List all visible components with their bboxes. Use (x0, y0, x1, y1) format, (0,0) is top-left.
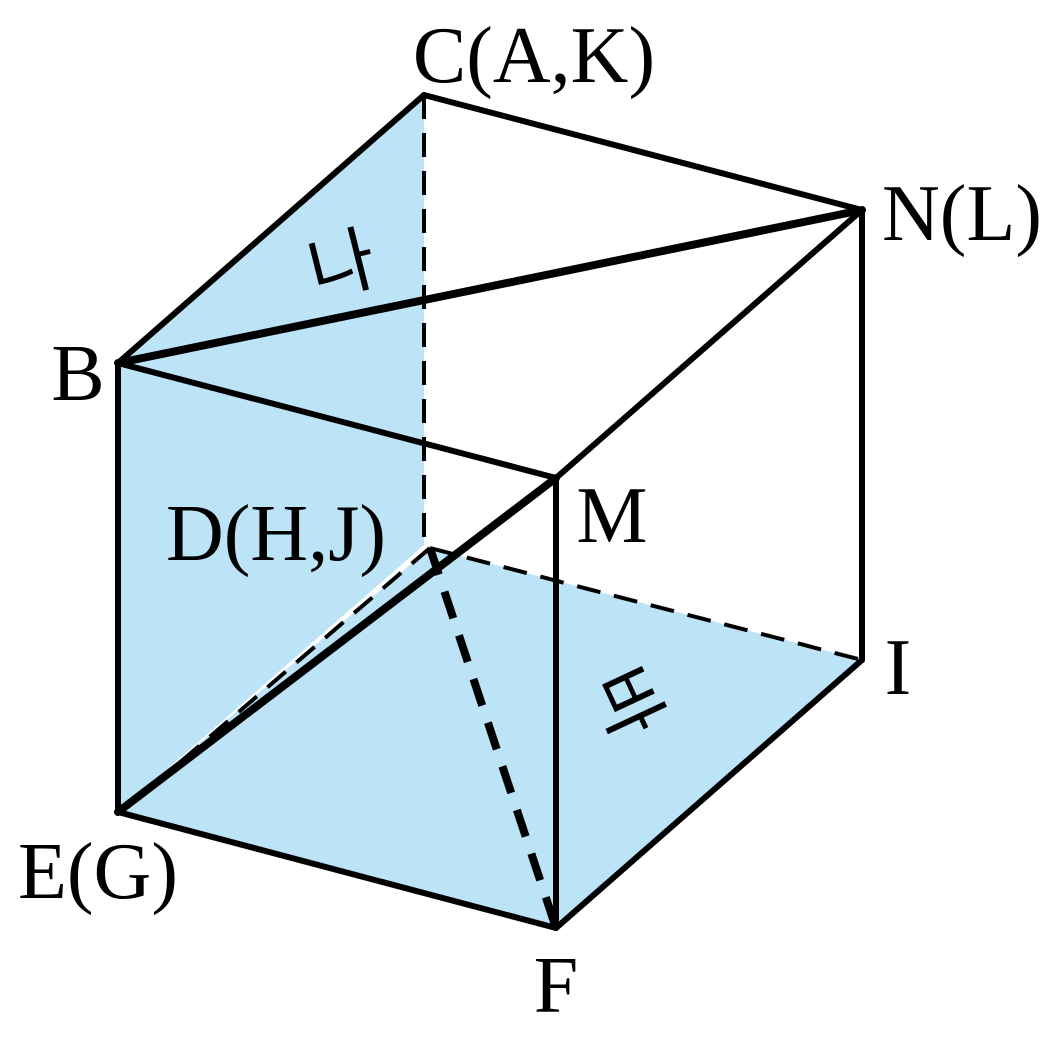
edge-b-n (114, 206, 866, 367)
vertex-label-m: M (576, 472, 647, 560)
edge-f-i (553, 657, 865, 931)
edge-c-b (115, 92, 427, 366)
vertex-label-n: N(L) (882, 170, 1042, 258)
vertex-label-d: D(H,J) (166, 490, 386, 578)
vertex-label-e: E(G) (18, 828, 178, 916)
edge-c-n (421, 92, 865, 213)
edge-e-f (115, 809, 559, 931)
vertex-label-b: B (51, 330, 104, 418)
shaded-face-left-triangle (118, 95, 424, 812)
vertex-label-c: C(A,K) (413, 12, 655, 100)
hidden-edge-d-f (426, 546, 560, 930)
edge-b-m (115, 360, 559, 481)
edge-n-m (553, 207, 865, 481)
vertex-label-i: I (885, 624, 912, 712)
edge-m-e (114, 474, 560, 816)
vertex-label-f: F (534, 942, 579, 1030)
